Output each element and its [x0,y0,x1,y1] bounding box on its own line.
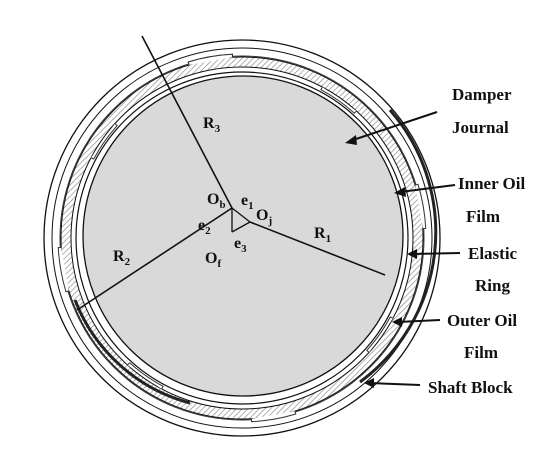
elastic-ring-boss [187,53,233,66]
shaft-block-label: Shaft Block [428,378,513,397]
r2-label: R2 [113,248,131,268]
e1-line [231,207,251,223]
inner-oil-film-arrowhead [394,187,406,197]
outer-oil-film-label-line1: Outer Oil [447,311,517,330]
e1-label: e1 [241,192,254,212]
damper-journal-disk [82,75,404,397]
elastic-ring-leader [412,252,461,255]
r2-line [76,207,233,311]
damper-journal-label-line1: Damper [452,85,512,104]
oj-label: Oj [256,207,272,227]
elastic-ring-arrowhead [407,249,417,259]
elastic-ring-boss [414,183,427,229]
shaft-block-leader [369,382,421,386]
inner-oil-film-leader [399,184,456,193]
elastic-ring-boss [57,247,70,293]
outer-oil-film-label-line2: Film [464,343,498,362]
r1-line [249,221,386,276]
elastic-ring-boss [127,362,164,390]
damper-journal-arrowhead [345,135,357,145]
e2-label: e2 [198,217,211,237]
damper-journal-label-line2: Journal [452,118,509,137]
e3-label: e3 [234,235,247,255]
inner-oil-film-label-line1: Inner Oil [458,174,526,193]
inner-oil-film-label-line2: Film [466,207,500,226]
elastic-ring-boss [90,123,118,160]
elastic-ring-boss [320,86,357,114]
elastic-ring-inner-edge [70,66,414,410]
shaft-block-arrowhead [364,378,374,388]
inner-oil-film-dark-arc [73,299,191,405]
elastic-ring-label-line2: Ring [475,276,510,295]
elastic-ring-outer-edge [60,56,424,420]
outer-oil-film-circle [59,55,425,421]
r3-line [141,35,233,209]
e3-line [231,221,251,233]
ob-label: Ob [207,191,226,211]
elastic-ring-hatched-band [61,57,423,419]
elastic-ring-bosses [57,53,427,423]
elastic-ring-boss [251,410,297,423]
r3-label: R3 [203,115,221,135]
elastic-ring-label-line1: Elastic [468,244,518,263]
r1-label: R1 [314,225,331,245]
damper-journal-leader [349,111,438,142]
elastic-ring-boss [366,316,394,353]
outer-oil-film-leader [397,319,441,323]
outer-oil-film-arrowhead [392,317,402,327]
of-label: Of [205,250,221,270]
